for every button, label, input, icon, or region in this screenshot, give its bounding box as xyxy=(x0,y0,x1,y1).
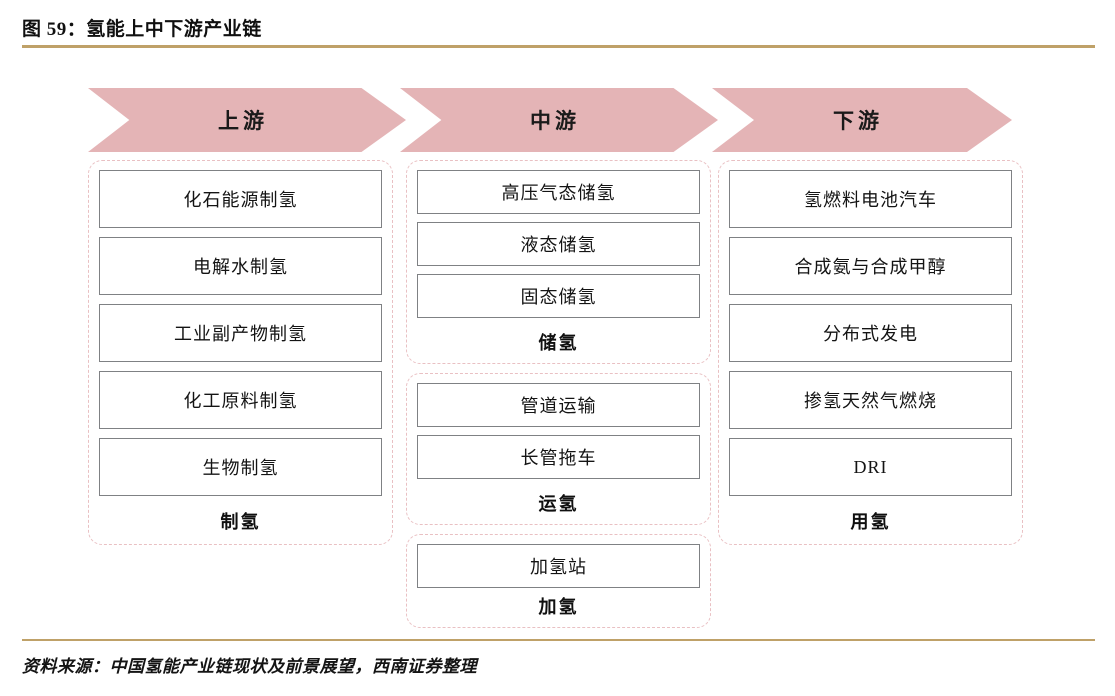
node-item: 氢燃料电池汽车 xyxy=(729,170,1012,228)
group-label: 用氢 xyxy=(850,512,891,532)
column-downstream: 氢燃料电池汽车 合成氨与合成甲醇 分布式发电 掺氢天然气燃烧 DRI 用氢 xyxy=(718,160,1023,545)
node-item: 加氢站 xyxy=(417,544,700,588)
group-hydrogen-storage: 高压气态储氢 液态储氢 固态储氢 储氢 xyxy=(406,160,711,364)
node-item: 固态储氢 xyxy=(417,274,700,318)
node-item: 合成氨与合成甲醇 xyxy=(729,237,1012,295)
node-item: 液态储氢 xyxy=(417,222,700,266)
stage-header-row: 上游 中游 下游 xyxy=(0,88,1115,152)
stage-label-downstream: 下游 xyxy=(833,109,883,133)
group-hydrogen-utilization: 氢燃料电池汽车 合成氨与合成甲醇 分布式发电 掺氢天然气燃烧 DRI 用氢 xyxy=(718,160,1023,545)
node-item: 长管拖车 xyxy=(417,435,700,479)
stage-chevron-downstream: 下游 xyxy=(712,88,1012,152)
node-item: 化工原料制氢 xyxy=(99,371,382,429)
group-label: 加氢 xyxy=(538,597,579,617)
stage-chevron-upstream: 上游 xyxy=(88,88,406,152)
source-note: 资料来源：中国氢能产业链现状及前景展望，西南证券整理 xyxy=(22,657,477,676)
node-item: 掺氢天然气燃烧 xyxy=(729,371,1012,429)
group-hydrogen-production: 化石能源制氢 电解水制氢 工业副产物制氢 化工原料制氢 生物制氢 制氢 xyxy=(88,160,393,545)
group-label: 制氢 xyxy=(220,512,261,532)
column-upstream: 化石能源制氢 电解水制氢 工业副产物制氢 化工原料制氢 生物制氢 制氢 xyxy=(88,160,393,545)
footer-divider xyxy=(22,639,1095,641)
column-midstream: 高压气态储氢 液态储氢 固态储氢 储氢 管道运输 长管拖车 运氢 加氢站 加氢 xyxy=(406,160,711,628)
page-title: 图 59：氢能上中下游产业链 xyxy=(22,19,262,40)
node-item: 生物制氢 xyxy=(99,438,382,496)
group-hydrogen-transport: 管道运输 长管拖车 运氢 xyxy=(406,373,711,525)
stage-label-upstream: 上游 xyxy=(218,109,268,133)
node-item: 高压气态储氢 xyxy=(417,170,700,214)
title-divider xyxy=(22,45,1095,48)
group-label: 储氢 xyxy=(538,333,579,353)
node-item: 工业副产物制氢 xyxy=(99,304,382,362)
node-item: 分布式发电 xyxy=(729,304,1012,362)
node-item: 管道运输 xyxy=(417,383,700,427)
node-item: DRI xyxy=(729,438,1012,496)
group-label: 运氢 xyxy=(538,494,579,514)
stage-chevron-midstream: 中游 xyxy=(400,88,718,152)
group-hydrogen-refueling: 加氢站 加氢 xyxy=(406,534,711,628)
stage-label-midstream: 中游 xyxy=(530,109,580,133)
node-item: 化石能源制氢 xyxy=(99,170,382,228)
node-item: 电解水制氢 xyxy=(99,237,382,295)
